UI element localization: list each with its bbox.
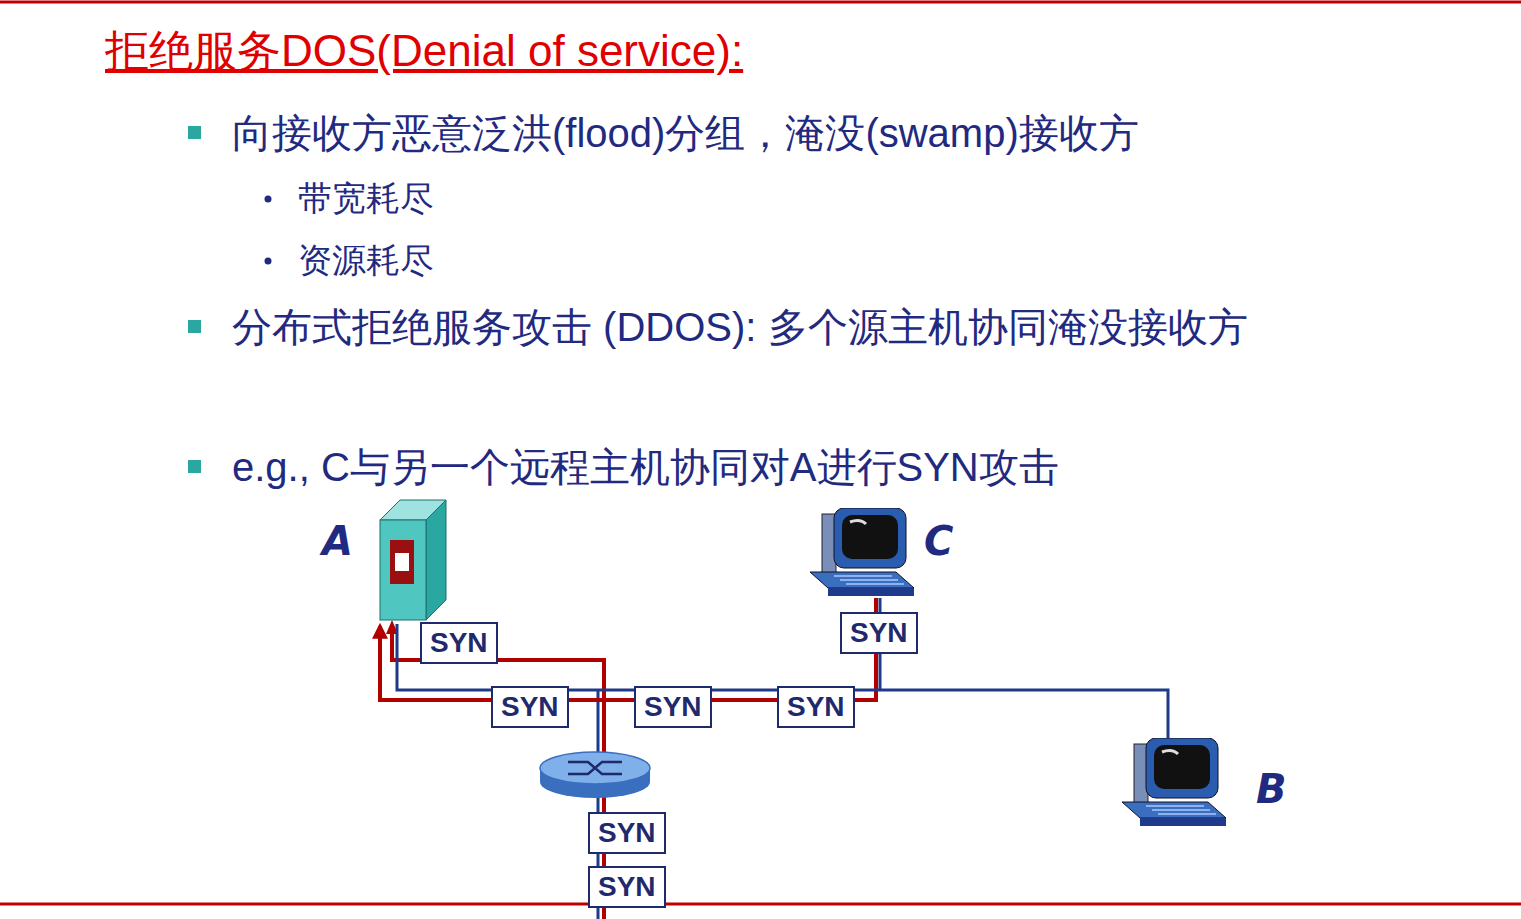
bullet-marker: [265, 258, 272, 265]
host-label: C: [924, 518, 953, 564]
bullet-text: 向接收方恶意泛洪(flood)分组，淹没(swamp)接收方: [232, 104, 1432, 162]
host-label: B: [1256, 766, 1287, 812]
packet-label: SYN: [840, 612, 918, 654]
host-label: A: [322, 518, 353, 564]
packet-label: SYN: [491, 686, 569, 728]
network-link: [397, 624, 1168, 738]
top-rule: [0, 1, 1521, 4]
packet-label: SYN: [634, 686, 712, 728]
bullet-marker: [188, 126, 201, 139]
packet-label: SYN: [588, 812, 666, 854]
computer-host: C: [804, 508, 964, 598]
packet-label: SYN: [420, 622, 498, 664]
bullet-marker: [265, 196, 272, 203]
computer-host: B: [1116, 738, 1286, 830]
server-host: A: [320, 498, 448, 624]
bottom-rule: [0, 903, 1521, 906]
bullet-text: 分布式拒绝服务攻击 (DDOS): 多个源主机协同淹没接收方: [232, 298, 1392, 356]
router-symbol: [540, 752, 650, 798]
bullet-text: 资源耗尽: [298, 238, 434, 282]
bullet-text: e.g., C与另一个远程主机协同对A进行SYN攻击: [232, 438, 1432, 496]
bullet-text: 带宽耗尽: [298, 176, 434, 220]
packet-label: SYN: [777, 686, 855, 728]
bullet-marker: [188, 460, 201, 473]
slide-title: 拒绝服务DOS(Denial of service):: [105, 22, 743, 81]
bullet-marker: [188, 320, 201, 333]
packet-label: SYN: [588, 866, 666, 908]
attack-arrow: [380, 598, 876, 700]
